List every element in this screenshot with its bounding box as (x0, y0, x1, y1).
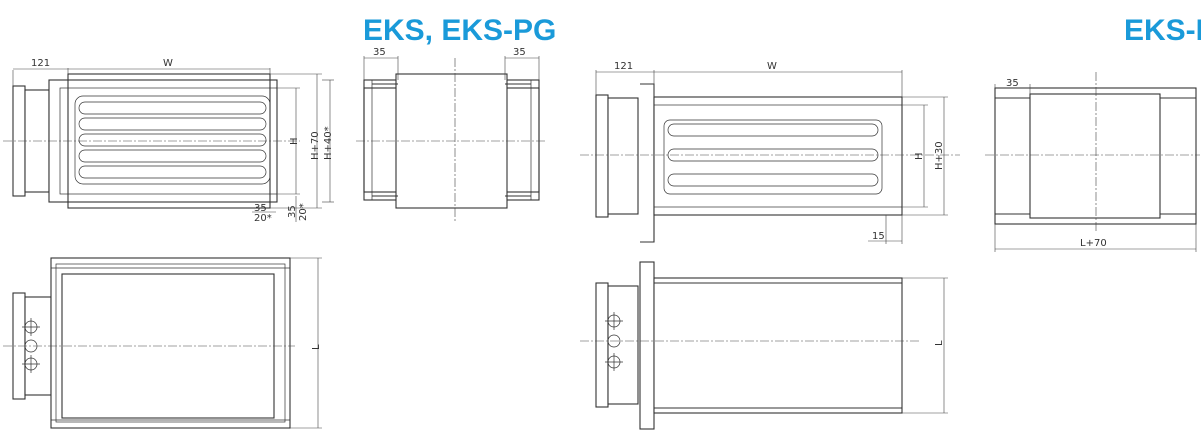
dim-w-b: W (767, 61, 777, 72)
dim-15: 15 (872, 231, 885, 242)
dim-h30: H+30 (934, 141, 945, 170)
dim-20s-a: 20* (254, 213, 272, 224)
dim-h-b: H (914, 152, 925, 160)
eks-top-view: L (3, 257, 322, 429)
dim-35-c: 35 (513, 47, 526, 58)
dim-35-vert: 35 (287, 205, 298, 218)
dim-l-a: L (311, 344, 322, 350)
dim-l-b: L (934, 340, 945, 346)
dim-121-a: 121 (31, 58, 50, 69)
dim-h-a: H (289, 137, 300, 145)
title-eks-l: EKS-L (1124, 14, 1201, 47)
dim-121-b: 121 (614, 61, 633, 72)
dim-35-d: 35 (1006, 78, 1019, 89)
dim-l70: L+70 (1080, 238, 1107, 249)
eks-l-front-view: 121 W H H+30 15 (580, 61, 960, 244)
dim-h70: H+70 (310, 131, 321, 160)
dim-35-b: 35 (373, 47, 386, 58)
title-eks-eks-pg: EKS, EKS-PG (363, 14, 557, 47)
dim-20s-vert: 20* (298, 203, 309, 221)
eks-side-view: 35 35 (356, 47, 546, 222)
eks-front-view: 121 W H H+70 H+40* 35 20* 35 20* (3, 58, 334, 224)
eks-l-side-view: 35 L+70 (985, 72, 1200, 252)
dim-h40: H+40* (323, 126, 334, 160)
eks-l-top-view: L (580, 261, 948, 430)
dim-w-a: W (163, 58, 173, 69)
dim-35-small-a: 35 (254, 203, 267, 214)
